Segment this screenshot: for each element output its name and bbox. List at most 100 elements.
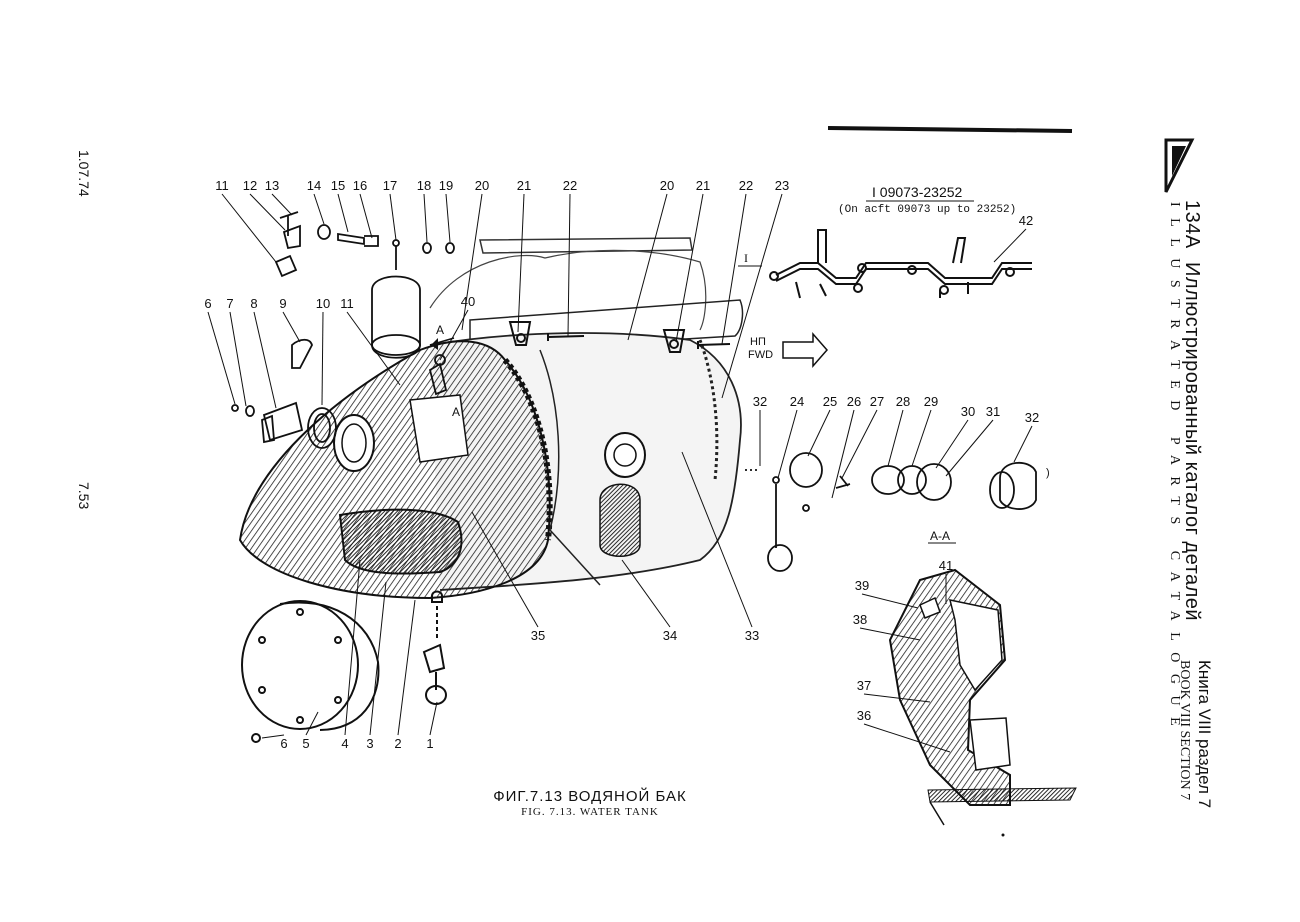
callout-10: 10 <box>316 296 330 311</box>
callout-6: 6 <box>280 736 287 751</box>
callout-19: 19 <box>439 178 453 193</box>
leader-11 <box>221 193 277 263</box>
leader-17 <box>389 193 397 241</box>
callout-2: 2 <box>394 736 401 751</box>
callout-18: 18 <box>417 178 431 193</box>
leader-35 <box>471 511 539 628</box>
leader-40 <box>439 309 469 361</box>
leader-13 <box>271 193 293 216</box>
callout-29: 29 <box>924 394 938 409</box>
callout-23: 23 <box>775 178 789 193</box>
leader-31 <box>945 419 994 477</box>
tank-body <box>238 237 744 600</box>
callout-6: 6 <box>204 296 211 311</box>
section-view: A-A ) <box>888 467 1077 837</box>
leader-10 <box>321 311 324 406</box>
callout-31: 31 <box>986 404 1000 419</box>
mount-brackets <box>508 321 731 353</box>
header-rule <box>827 126 1073 133</box>
callout-8: 8 <box>250 296 257 311</box>
callout-39: 39 <box>855 578 869 593</box>
leader-20 <box>461 193 483 331</box>
callout-42: 42 <box>1019 213 1033 228</box>
leader-22 <box>721 193 747 345</box>
left-parts <box>231 338 337 449</box>
leader-8 <box>253 311 277 409</box>
manufacturer-logo <box>1164 138 1195 193</box>
view-markers: A A I <box>429 251 762 419</box>
leader-21 <box>675 193 704 343</box>
leader-4 <box>344 559 361 736</box>
figure-caption-en: FIG. 7.13. WATER TANK <box>521 806 659 818</box>
leader-7 <box>229 311 247 407</box>
leader-27 <box>841 409 878 479</box>
inset-header: I 09073-23252 (On acft 09073 up to 23252… <box>838 184 1016 216</box>
leader-24 <box>777 409 798 479</box>
view-marker-a1: A <box>436 323 444 337</box>
section-label: A-A <box>930 529 950 543</box>
leader-37 <box>863 693 931 703</box>
callout-1: 1 <box>426 736 433 751</box>
leader-11 <box>346 311 401 386</box>
leader-16 <box>359 193 373 239</box>
leader-9 <box>282 311 301 343</box>
callout-15: 15 <box>331 178 345 193</box>
leader-6 <box>207 311 236 405</box>
leader-30 <box>935 419 969 469</box>
callout-35: 35 <box>531 628 545 643</box>
callout-40: 40 <box>461 294 475 309</box>
callout-7: 7 <box>226 296 233 311</box>
leader-14 <box>313 193 325 225</box>
inset-marker: I <box>744 251 748 265</box>
cover-and-drain <box>241 590 447 743</box>
leader-42 <box>993 228 1027 263</box>
callout-12: 12 <box>243 178 257 193</box>
leader-12 <box>249 193 286 231</box>
callout-38: 38 <box>853 612 867 627</box>
callout-30: 30 <box>961 404 975 419</box>
callout-25: 25 <box>823 394 837 409</box>
leader-33 <box>681 451 753 628</box>
leader-25 <box>807 409 831 457</box>
callout-3: 3 <box>366 736 373 751</box>
leader-28 <box>887 409 904 467</box>
callout-21: 21 <box>517 178 531 193</box>
callout-9: 9 <box>279 296 286 311</box>
callout-17: 17 <box>383 178 397 193</box>
svg-text:): ) <box>1046 467 1050 479</box>
direction-arrow: НП FWD <box>748 332 828 368</box>
callout-21: 21 <box>696 178 710 193</box>
inset-label: I 09073-23252 <box>872 184 963 200</box>
leader-2 <box>397 599 416 736</box>
leader-26 <box>831 409 855 499</box>
callout-37: 37 <box>857 678 871 693</box>
leader-20 <box>627 193 668 341</box>
inset-profile <box>769 229 1032 299</box>
callout-11: 11 <box>340 296 354 311</box>
callout-34: 34 <box>663 628 677 643</box>
leader-19 <box>445 193 451 243</box>
leader-22 <box>567 193 571 337</box>
callout-11: 11 <box>215 178 229 193</box>
callout-24: 24 <box>790 394 804 409</box>
leader-1 <box>429 701 438 736</box>
leader-32 <box>1013 425 1033 463</box>
callout-14: 14 <box>307 178 321 193</box>
callout-20: 20 <box>475 178 489 193</box>
leader-21 <box>517 193 525 333</box>
leader-39 <box>861 593 919 609</box>
leader-5 <box>305 711 319 736</box>
leader-36 <box>863 723 951 753</box>
leader-15 <box>337 193 349 233</box>
leader-34 <box>621 559 671 628</box>
leader-38 <box>859 627 921 641</box>
callout-22: 22 <box>563 178 577 193</box>
leader-lines <box>207 193 1033 753</box>
leader-3 <box>369 581 387 736</box>
leader-29 <box>911 409 932 467</box>
direction-ru: НП <box>750 336 766 348</box>
callout-33: 33 <box>745 628 759 643</box>
callout-5: 5 <box>302 736 309 751</box>
